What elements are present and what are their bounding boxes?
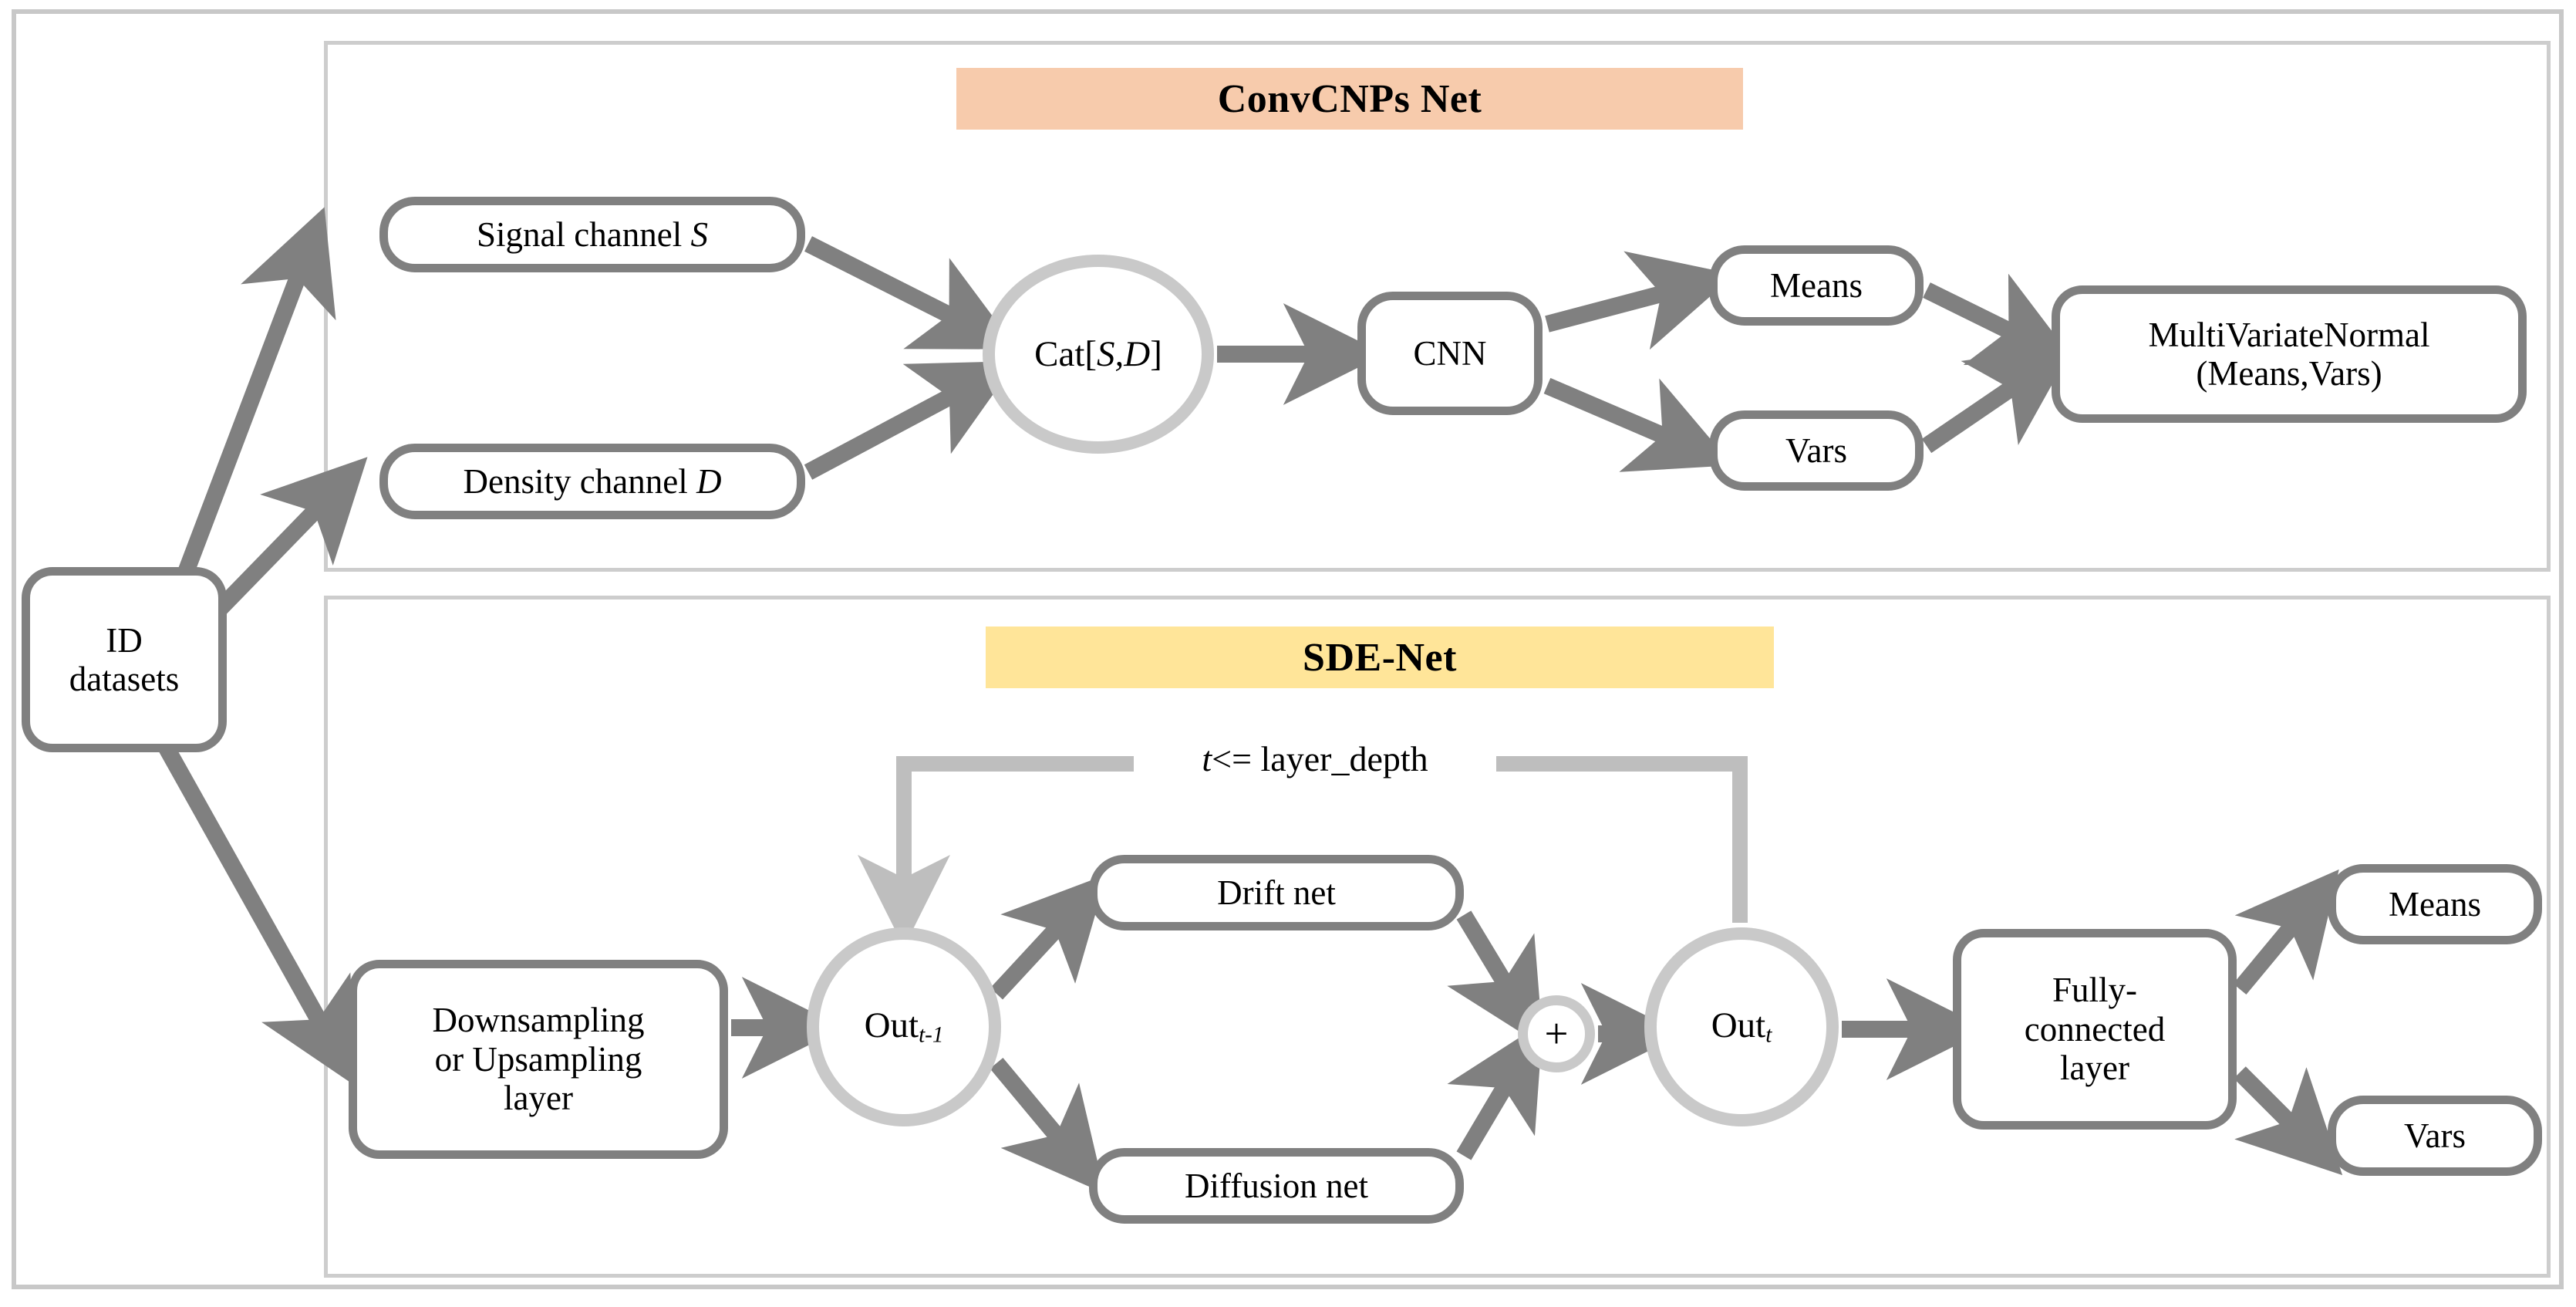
fc-line3: layer	[2060, 1049, 2129, 1088]
fc-line2: connected	[2024, 1009, 2166, 1049]
downsampling-line3: layer	[504, 1079, 573, 1118]
cat-variables: S,D	[1097, 333, 1151, 374]
node-out-t[interactable]: Outt	[1644, 927, 1839, 1126]
node-multivariate-normal[interactable]: MultiVariateNormal (Means,Vars)	[2052, 285, 2527, 423]
adder-symbol: +	[1544, 1010, 1569, 1058]
loop-condition-expression: <= layer_depth	[1212, 738, 1428, 778]
signal-channel-label: Signal channel	[477, 214, 691, 254]
node-cnn[interactable]: CNN	[1357, 292, 1543, 415]
loop-condition-variable: t	[1202, 738, 1212, 778]
node-out-t-minus-1[interactable]: Outt-1	[807, 927, 1001, 1126]
drift-net-label: Drift net	[1217, 873, 1336, 912]
node-id-datasets[interactable]: ID datasets	[22, 567, 227, 752]
title-band-convcnps: ConvCNPs Net	[956, 68, 1743, 130]
cat-prefix: Cat[	[1034, 333, 1097, 374]
node-adder[interactable]: +	[1518, 995, 1595, 1072]
vars-sde-label: Vars	[2404, 1116, 2466, 1155]
node-drift-net[interactable]: Drift net	[1089, 855, 1464, 930]
outer-frame	[12, 9, 2564, 1289]
diffusion-net-label: Diffusion net	[1185, 1166, 1368, 1205]
node-vars-sde[interactable]: Vars	[2328, 1096, 2542, 1176]
title-band-sde: SDE-Net	[986, 626, 1774, 688]
node-density-channel[interactable]: Density channel D	[379, 444, 805, 519]
mvn-line2: (Means,Vars)	[2196, 354, 2382, 393]
fc-line1: Fully-	[2052, 971, 2138, 1010]
id-datasets-line1: ID	[106, 620, 143, 660]
out-cur-base: Out	[1711, 1005, 1766, 1046]
out-prev-subscript: t-1	[919, 1022, 944, 1048]
node-concat-cat[interactable]: Cat[S,D]	[983, 255, 1214, 454]
mvn-line1: MultiVariateNormal	[2148, 315, 2430, 354]
signal-channel-variable: S	[690, 214, 708, 254]
downsampling-line2: or Upsampling	[434, 1039, 642, 1079]
density-channel-variable: D	[696, 461, 722, 501]
out-prev-base: Out	[864, 1005, 919, 1046]
vars-convcnps-label: Vars	[1785, 431, 1847, 470]
id-datasets-line2: datasets	[69, 660, 180, 698]
cnn-label: CNN	[1413, 333, 1487, 373]
loop-condition-label: t <= layer_depth	[1134, 737, 1496, 780]
downsampling-line1: Downsampling	[432, 1001, 645, 1040]
node-downsampling-upsampling-layer[interactable]: Downsampling or Upsampling layer	[349, 960, 728, 1159]
out-cur-subscript: t	[1765, 1022, 1772, 1048]
cat-suffix: ]	[1150, 333, 1162, 374]
node-means-convcnps[interactable]: Means	[1709, 245, 1924, 326]
means-convcnps-label: Means	[1770, 265, 1863, 305]
node-means-sde[interactable]: Means	[2328, 864, 2542, 944]
node-diffusion-net[interactable]: Diffusion net	[1089, 1148, 1464, 1224]
means-sde-label: Means	[2389, 884, 2481, 924]
node-signal-channel[interactable]: Signal channel S	[379, 197, 805, 272]
node-fully-connected-layer[interactable]: Fully- connected layer	[1953, 929, 2237, 1130]
node-vars-convcnps[interactable]: Vars	[1709, 410, 1924, 491]
density-channel-label: Density channel	[463, 461, 696, 501]
